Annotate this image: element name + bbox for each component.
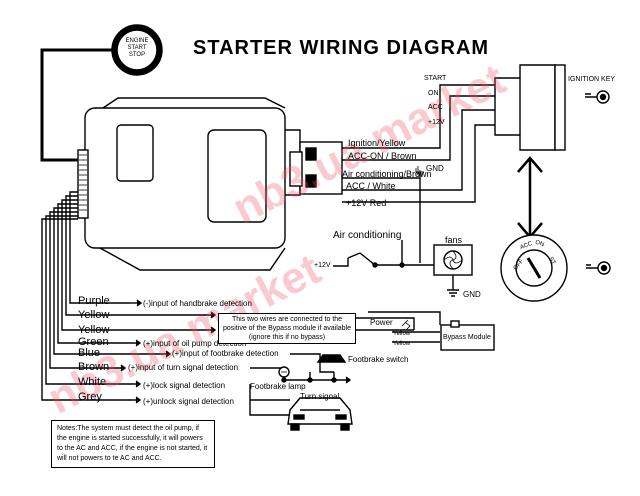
bypass-note: This two wires are connected to the posi… — [218, 313, 356, 344]
bypass-yellow-2: Yellow — [393, 341, 411, 347]
ignition-pos-start: START — [424, 75, 447, 82]
wire-color-green: Green — [78, 336, 109, 348]
wire-power: +12V Red — [346, 198, 387, 208]
ignition-pos-on: ON — [428, 90, 439, 97]
wire-desc-brown: (+)input of turn signal detection — [128, 363, 239, 372]
wire-color-yellow-1: Yellow — [78, 309, 110, 321]
wire-gnd: GND — [426, 164, 444, 173]
ground-icon — [416, 171, 424, 177]
start-button-label: ENGINE START STOP — [125, 38, 149, 58]
ignition-key-label: IGNITION KEY — [568, 76, 616, 83]
wire-ignition: Ignition/Yellow — [348, 138, 406, 148]
wire-desc-blue: (+)input of footbrake detection — [172, 349, 279, 358]
ac-supply: +12V — [314, 262, 331, 269]
wire-color-grey: Grey — [78, 391, 102, 403]
wire-acc: ACC / White — [346, 181, 396, 191]
wire-color-purple: Purple — [78, 295, 110, 307]
bypass-module-label: Bypass Module — [443, 334, 491, 341]
fans-gnd: GND — [463, 290, 481, 299]
ignition-pos-12v: +12V — [428, 119, 445, 126]
double-arrow-icon — [517, 156, 543, 239]
fans-label: fans — [445, 235, 463, 245]
wire-desc-green: (+)input of oil pump detection — [143, 339, 247, 348]
ignition-pos-acc: ACC — [428, 104, 443, 111]
wire-desc-purple: (-)input of handbrake detection — [143, 299, 252, 308]
bypass-yellow-1: Yellow — [393, 331, 411, 337]
car-icon — [287, 397, 353, 425]
turn-signal-label: Turn signal — [300, 392, 340, 401]
ac-label: Air conditioning — [333, 230, 402, 241]
wire-desc-grey: (+)unlock signal detection — [143, 397, 234, 406]
bypass-power: Power — [370, 318, 393, 327]
wire-air-con: Air conditioning/Brown — [342, 169, 432, 179]
wire-desc-white: (+)lock signal detection — [143, 381, 226, 390]
wire-color-blue: Blue — [78, 347, 101, 359]
wire-color-white: White — [78, 376, 107, 388]
page-title: STARTER WIRING DIAGRAM — [193, 37, 490, 59]
footbrake-lamp-label: Footbrake lamp — [250, 382, 306, 391]
wire-acc-on: ACC-ON / Brown — [348, 151, 417, 161]
notes-box: Notes:The system must detect the oil pum… — [51, 420, 215, 468]
footbrake-switch-label: Footbrake switch — [348, 355, 409, 364]
wire-color-yellow-2: Yellow — [78, 324, 110, 336]
wire-color-brown: Brown — [78, 361, 110, 373]
